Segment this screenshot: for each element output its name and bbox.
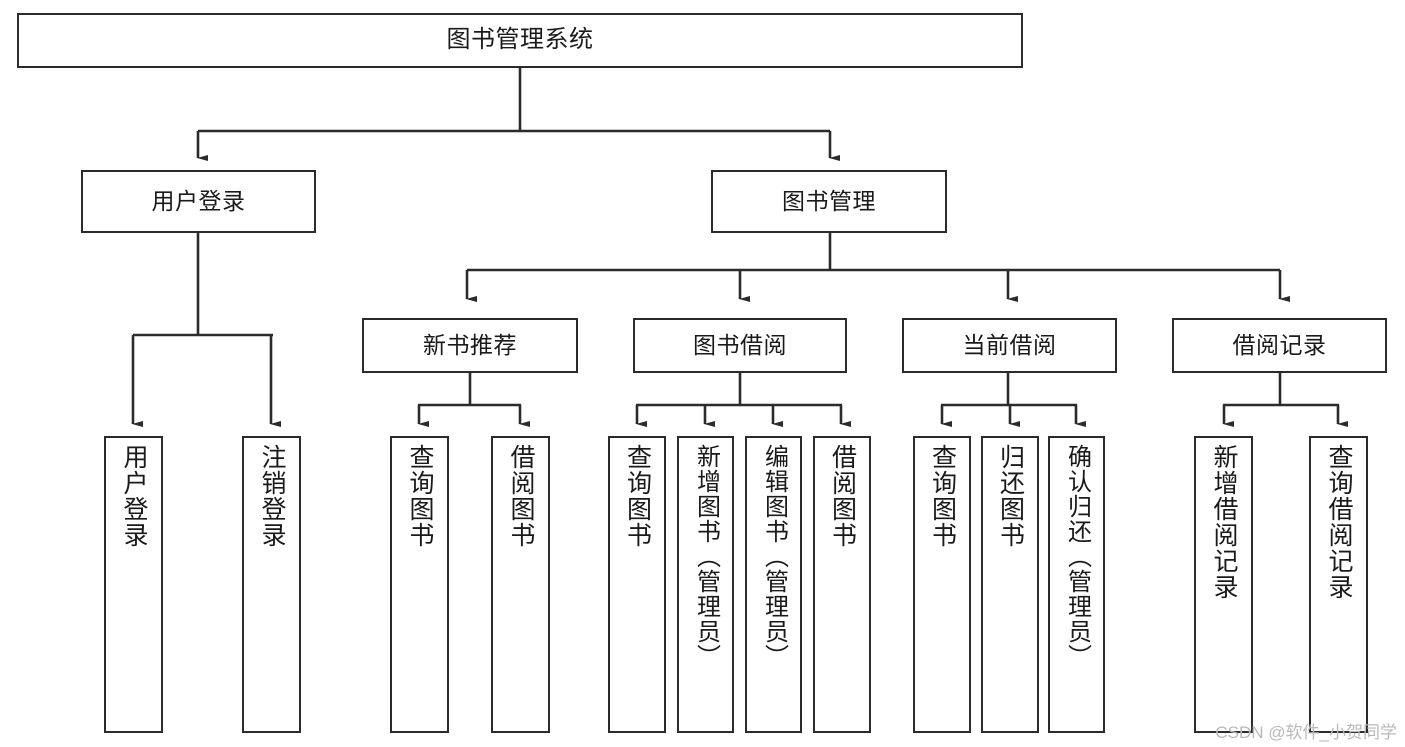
node-leaf-logout-login[interactable]: 注销登录	[242, 436, 301, 733]
node-label: 归还图书	[996, 444, 1025, 548]
node-borrow-record[interactable]: 借阅记录	[1172, 318, 1387, 373]
node-label: 当前借阅	[962, 331, 1057, 358]
node-leaf-edit-book[interactable]: 编辑图书（管理员）	[745, 436, 802, 733]
node-label: 借阅记录	[1232, 331, 1327, 358]
node-label: 图书借阅	[693, 331, 787, 358]
node-root-system[interactable]: 图书管理系统	[17, 13, 1023, 68]
node-user-login[interactable]: 用户登录	[81, 170, 316, 233]
node-book-manage[interactable]: 图书管理	[711, 170, 947, 233]
node-leaf-return-book[interactable]: 归还图书	[981, 436, 1039, 733]
node-current-borrow[interactable]: 当前借阅	[902, 318, 1117, 373]
node-leaf-user-login[interactable]: 用户登录	[104, 436, 163, 733]
node-leaf-query-book-3[interactable]: 查询图书	[913, 436, 971, 733]
node-label: 查询图书	[928, 444, 957, 548]
node-leaf-query-borrow-record[interactable]: 查询借阅记录	[1309, 436, 1368, 733]
node-label: 用户登录	[151, 187, 246, 214]
node-leaf-borrow-book-1[interactable]: 借阅图书	[491, 436, 550, 733]
node-leaf-borrow-book-2[interactable]: 借阅图书	[813, 436, 871, 733]
node-label: 新书推荐	[423, 331, 517, 358]
node-leaf-add-borrow-record[interactable]: 新增借阅记录	[1194, 436, 1253, 733]
node-leaf-query-book-1[interactable]: 查询图书	[390, 436, 449, 733]
node-label: 查询图书	[406, 444, 434, 548]
node-label: 图书管理系统	[446, 26, 594, 54]
node-leaf-query-book-2[interactable]: 查询图书	[608, 436, 666, 733]
node-label: 确认归还（管理员）	[1063, 444, 1091, 669]
node-label: 用户登录	[120, 444, 148, 548]
node-label: 借阅图书	[828, 444, 857, 548]
csdn-watermark: CSDN @软件_小贺同学	[1215, 723, 1397, 742]
node-label: 新增借阅记录	[1210, 444, 1238, 600]
node-new-book-recommend[interactable]: 新书推荐	[362, 318, 578, 373]
node-label: 注销登录	[258, 444, 286, 548]
node-label: 查询图书	[623, 444, 652, 548]
node-label: 编辑图书（管理员）	[760, 444, 788, 669]
node-book-borrow[interactable]: 图书借阅	[633, 318, 847, 373]
node-label: 新增图书（管理员）	[692, 444, 720, 669]
node-leaf-add-book[interactable]: 新增图书（管理员）	[677, 436, 734, 733]
node-label: 借阅图书	[507, 444, 535, 548]
node-leaf-confirm-return[interactable]: 确认归还（管理员）	[1048, 436, 1105, 733]
node-label: 图书管理	[782, 187, 876, 214]
node-label: 查询借阅记录	[1325, 444, 1353, 600]
